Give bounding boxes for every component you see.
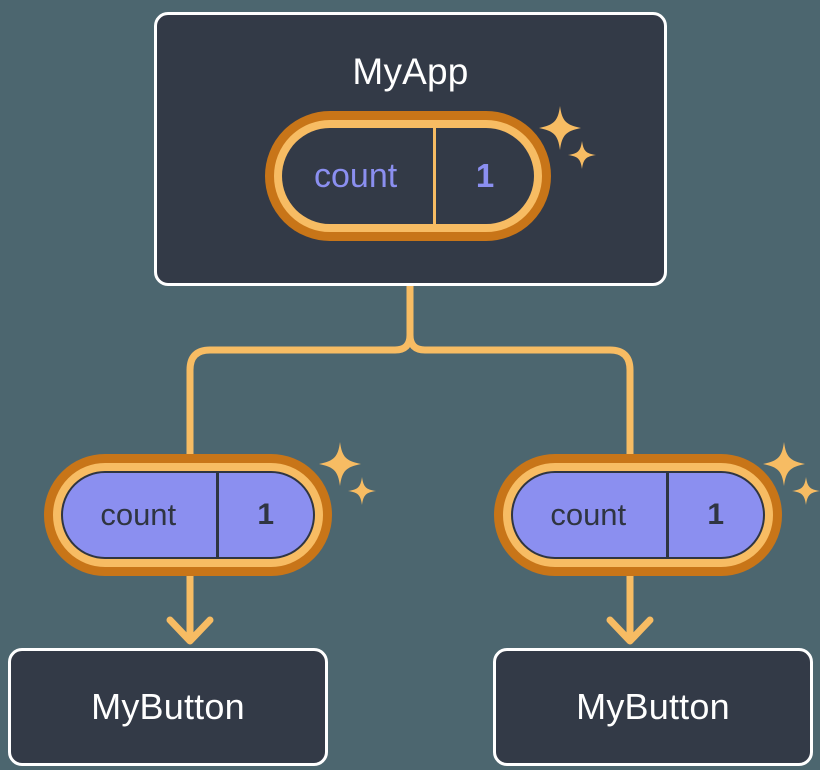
sparkle-small-icon [348, 477, 376, 505]
state-value-label: 1 [215, 473, 314, 557]
state-pill-ring: count 1 [494, 454, 782, 576]
state-pill-body: count 1 [511, 471, 765, 559]
component-title-mybutton: MyButton [576, 686, 730, 727]
state-pill-body: count 1 [61, 471, 315, 559]
state-pill-myapp[interactable]: count 1 [265, 111, 551, 241]
component-card-mybutton-right[interactable]: MyButton [493, 648, 813, 766]
state-value-label: 1 [433, 128, 534, 224]
state-key-label: count [314, 156, 398, 195]
arrow-right-head [606, 616, 654, 645]
sparkle-small-icon [792, 477, 820, 505]
state-pill-right[interactable]: count 1 [494, 454, 782, 576]
component-card-mybutton-left[interactable]: MyButton [8, 648, 328, 766]
state-pill-ring: count 1 [265, 111, 551, 241]
state-key-label: count [550, 497, 627, 532]
component-title-mybutton: MyButton [91, 686, 245, 727]
state-value-label: 1 [665, 473, 764, 557]
state-pill-left[interactable]: count 1 [44, 454, 332, 576]
state-pill-ring: count 1 [44, 454, 332, 576]
connector-root-to-right-branch [406, 331, 634, 459]
arrow-left-head [166, 616, 214, 645]
state-pill-body: count 1 [282, 128, 534, 224]
state-key-label: count [100, 497, 177, 532]
component-title-myapp: MyApp [352, 51, 469, 92]
connector-root-to-branches [186, 282, 414, 459]
